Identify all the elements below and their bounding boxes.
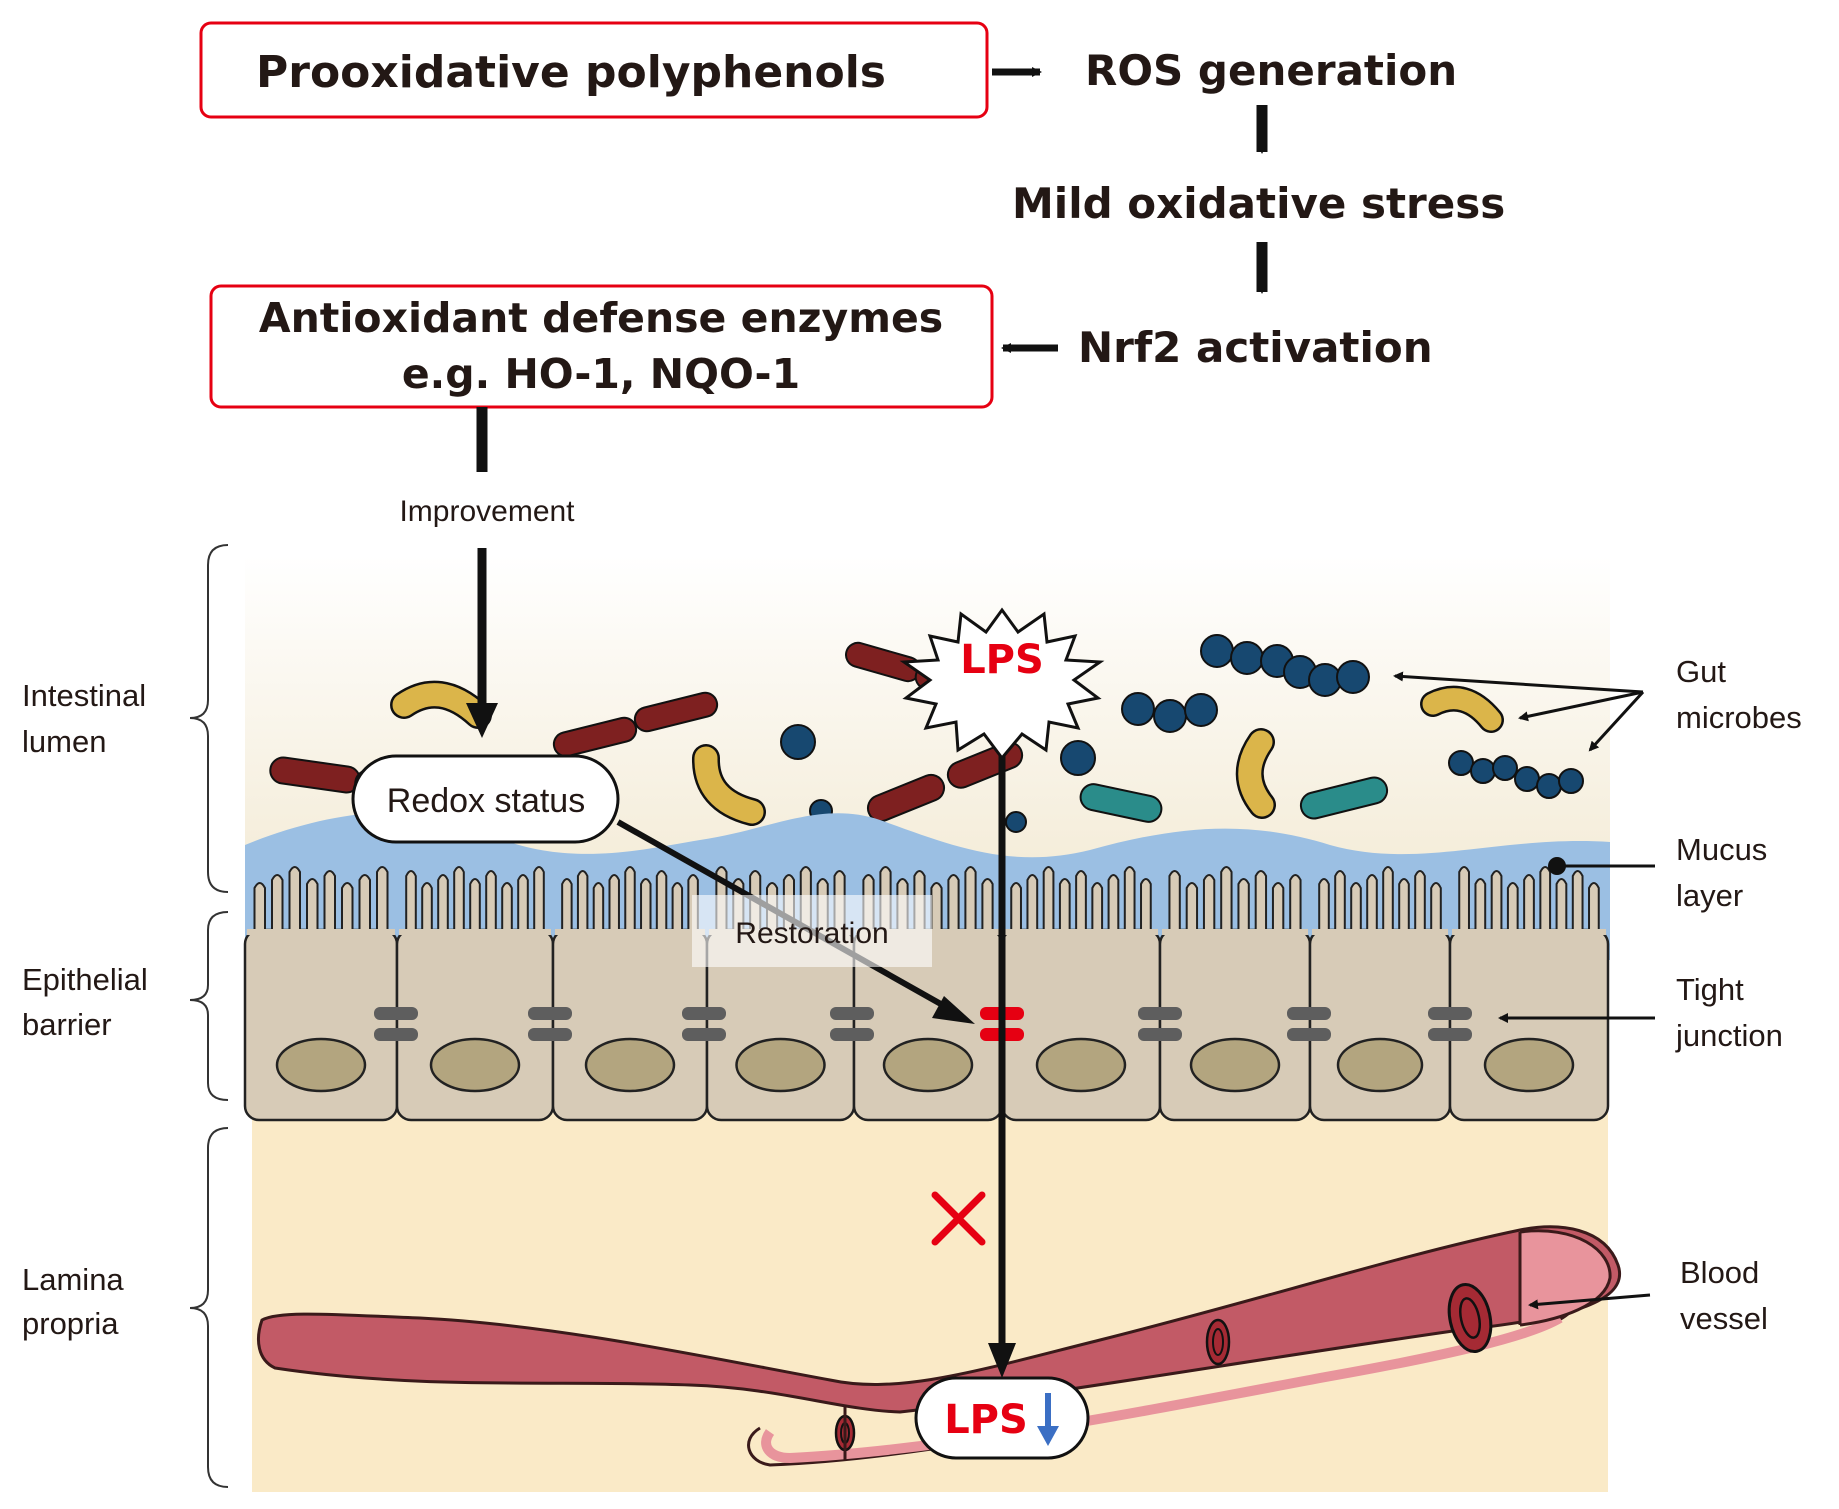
left-braces	[189, 544, 229, 1488]
cell-apex-fill	[1452, 929, 1606, 935]
cell-nucleus	[429, 1037, 521, 1093]
microvilli	[1168, 866, 1302, 932]
cell-nucleus	[1035, 1037, 1127, 1093]
callout-tight-line1: Tight	[1676, 972, 1744, 1007]
cell-nucleus	[735, 1037, 826, 1093]
microvilli	[253, 866, 389, 932]
blood-vessel-pointer	[1528, 1293, 1651, 1310]
curved-bacterium	[390, 680, 1504, 826]
microvilli	[561, 866, 699, 932]
enzymes-box	[209, 284, 994, 409]
microvilli	[1318, 866, 1442, 932]
restoration-arrowhead	[932, 996, 975, 1024]
restoration-label-bg	[692, 895, 932, 967]
nrf2-label: Nrf2 activation	[1078, 323, 1433, 372]
microvilli	[405, 866, 545, 932]
prooxidative-box	[199, 21, 989, 119]
cell-nucleus	[275, 1037, 367, 1093]
teal-rod-bacterium	[1079, 776, 1389, 823]
lps-bottom-label: LPS	[944, 1397, 1028, 1443]
gut-microbes-pointers	[1393, 671, 1645, 752]
cell-apex-fill	[1162, 929, 1308, 935]
lps-path-arrowhead	[988, 1343, 1016, 1378]
decrease-arrow-icon	[1037, 1393, 1059, 1446]
region-epithelial-line1: Epithelial	[22, 962, 148, 997]
cell-nucleus	[1483, 1037, 1575, 1093]
callout-mucus-line1: Mucus	[1676, 832, 1767, 867]
callout-gut-line1: Gut	[1676, 654, 1726, 689]
callout-tight-line2: junction	[1675, 1018, 1783, 1053]
region-lumen-line2: lumen	[22, 724, 106, 759]
redox-status-pill	[351, 754, 620, 844]
cocci-bacterium	[780, 634, 1584, 833]
cell-nucleus	[882, 1037, 974, 1093]
cell-nucleus	[1189, 1037, 1281, 1093]
region-lamina-line1: Lamina	[22, 1262, 124, 1297]
region-lamina-line2: propria	[22, 1306, 119, 1341]
blocked-cross-mark	[931, 1191, 986, 1246]
cell-apex-fill	[247, 929, 395, 935]
region-epithelial-line2: barrier	[22, 1007, 112, 1042]
lps-starburst	[899, 607, 1105, 761]
microvilli	[1458, 866, 1600, 932]
prooxidative-label: Prooxidative polyphenols	[256, 47, 886, 98]
cell-apex-fill	[1312, 929, 1448, 935]
microvilli	[1010, 866, 1152, 932]
callout-gut-line2: microbes	[1676, 700, 1802, 735]
improvement-label: Improvement	[399, 495, 575, 528]
cell-nucleus	[584, 1037, 676, 1093]
tight-junctions	[374, 1007, 1472, 1041]
lps-top-label: LPS	[960, 637, 1044, 683]
enzymes-line1: Antioxidant defense enzymes	[259, 294, 943, 342]
cell-apex-fill	[399, 929, 551, 935]
callout-mucus-line2: layer	[1676, 878, 1743, 913]
redox-status-label: Redox status	[387, 782, 585, 820]
improvement-arrowhead	[466, 703, 498, 738]
cell-apex-fill	[555, 929, 705, 935]
cell-apex-fill	[1004, 929, 1158, 935]
callout-blood-line1: Blood	[1680, 1255, 1759, 1290]
restoration-label: Restoration	[735, 917, 888, 950]
cell-nucleus	[1336, 1037, 1424, 1093]
enzymes-line2: e.g. HO-1, NQO-1	[402, 350, 800, 398]
epithelial-cells	[243, 866, 1610, 1122]
mild-stress-label: Mild oxidative stress	[1012, 179, 1505, 228]
mucus-pointer-dot	[1548, 857, 1566, 875]
callout-blood-line2: vessel	[1680, 1301, 1768, 1336]
region-lumen-line1: Intestinal	[22, 678, 146, 713]
ros-label: ROS generation	[1085, 46, 1457, 95]
